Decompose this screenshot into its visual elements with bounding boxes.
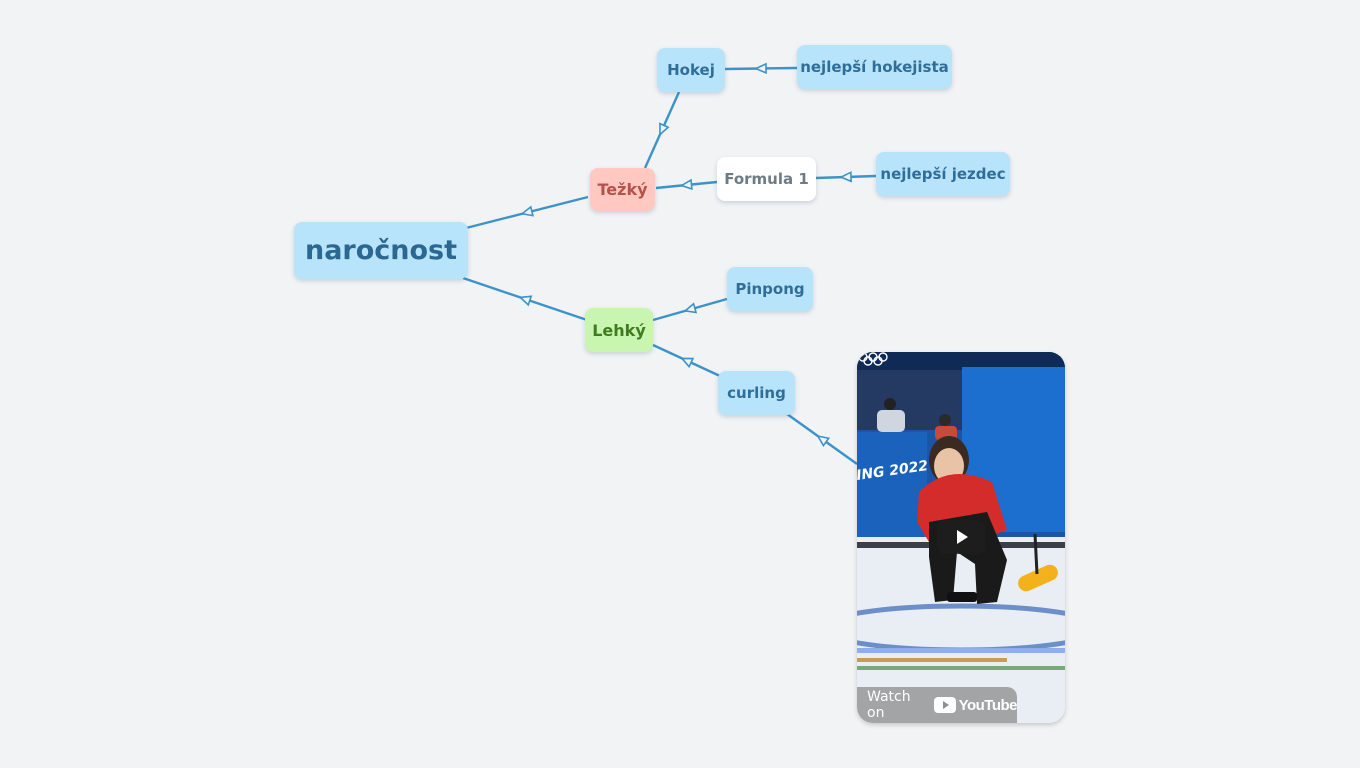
node-hokej[interactable]: Hokej	[657, 48, 725, 92]
edge-nejhok-hokej	[724, 68, 798, 69]
root-node[interactable]: naročnost	[294, 222, 468, 279]
video-thumbnail: ING 2022	[857, 352, 1065, 723]
node-formula-1[interactable]: Formula 1	[717, 157, 816, 201]
node-nejlepsi-jezdec[interactable]: nejlepší jezdec	[876, 152, 1010, 196]
youtube-icon	[933, 697, 956, 713]
edge-hokej-tezky	[643, 91, 681, 169]
youtube-wordmark: YouTube	[958, 696, 1018, 714]
edge-tezky-root	[465, 195, 589, 230]
node-nejlepsi-hokejista[interactable]: nejlepší hokejista	[797, 45, 952, 89]
play-button[interactable]	[937, 520, 985, 554]
node-lehky[interactable]: Lehký	[585, 308, 653, 352]
olympic-rings-icon	[858, 352, 888, 366]
node-pinpong[interactable]: Pinpong	[727, 267, 813, 311]
edge-lehky-root	[462, 276, 588, 322]
watch-on-label: Watch on	[867, 689, 911, 721]
edge-nejjez-f1	[815, 176, 877, 178]
youtube-logo: YouTube	[933, 696, 1018, 714]
node-curling[interactable]: curling	[718, 371, 795, 415]
play-icon	[957, 530, 968, 544]
watch-on-youtube-link[interactable]: Watch on YouTube	[857, 687, 1018, 723]
edge-f1-tezky	[655, 182, 718, 188]
edge-pinpong-lehky	[652, 297, 728, 322]
node-tezky[interactable]: Težký	[590, 168, 655, 211]
video-embed[interactable]: ING 2022 Watch on YouTube	[857, 352, 1065, 723]
edge-video-curling	[786, 413, 858, 465]
edge-curling-lehky	[652, 343, 721, 378]
